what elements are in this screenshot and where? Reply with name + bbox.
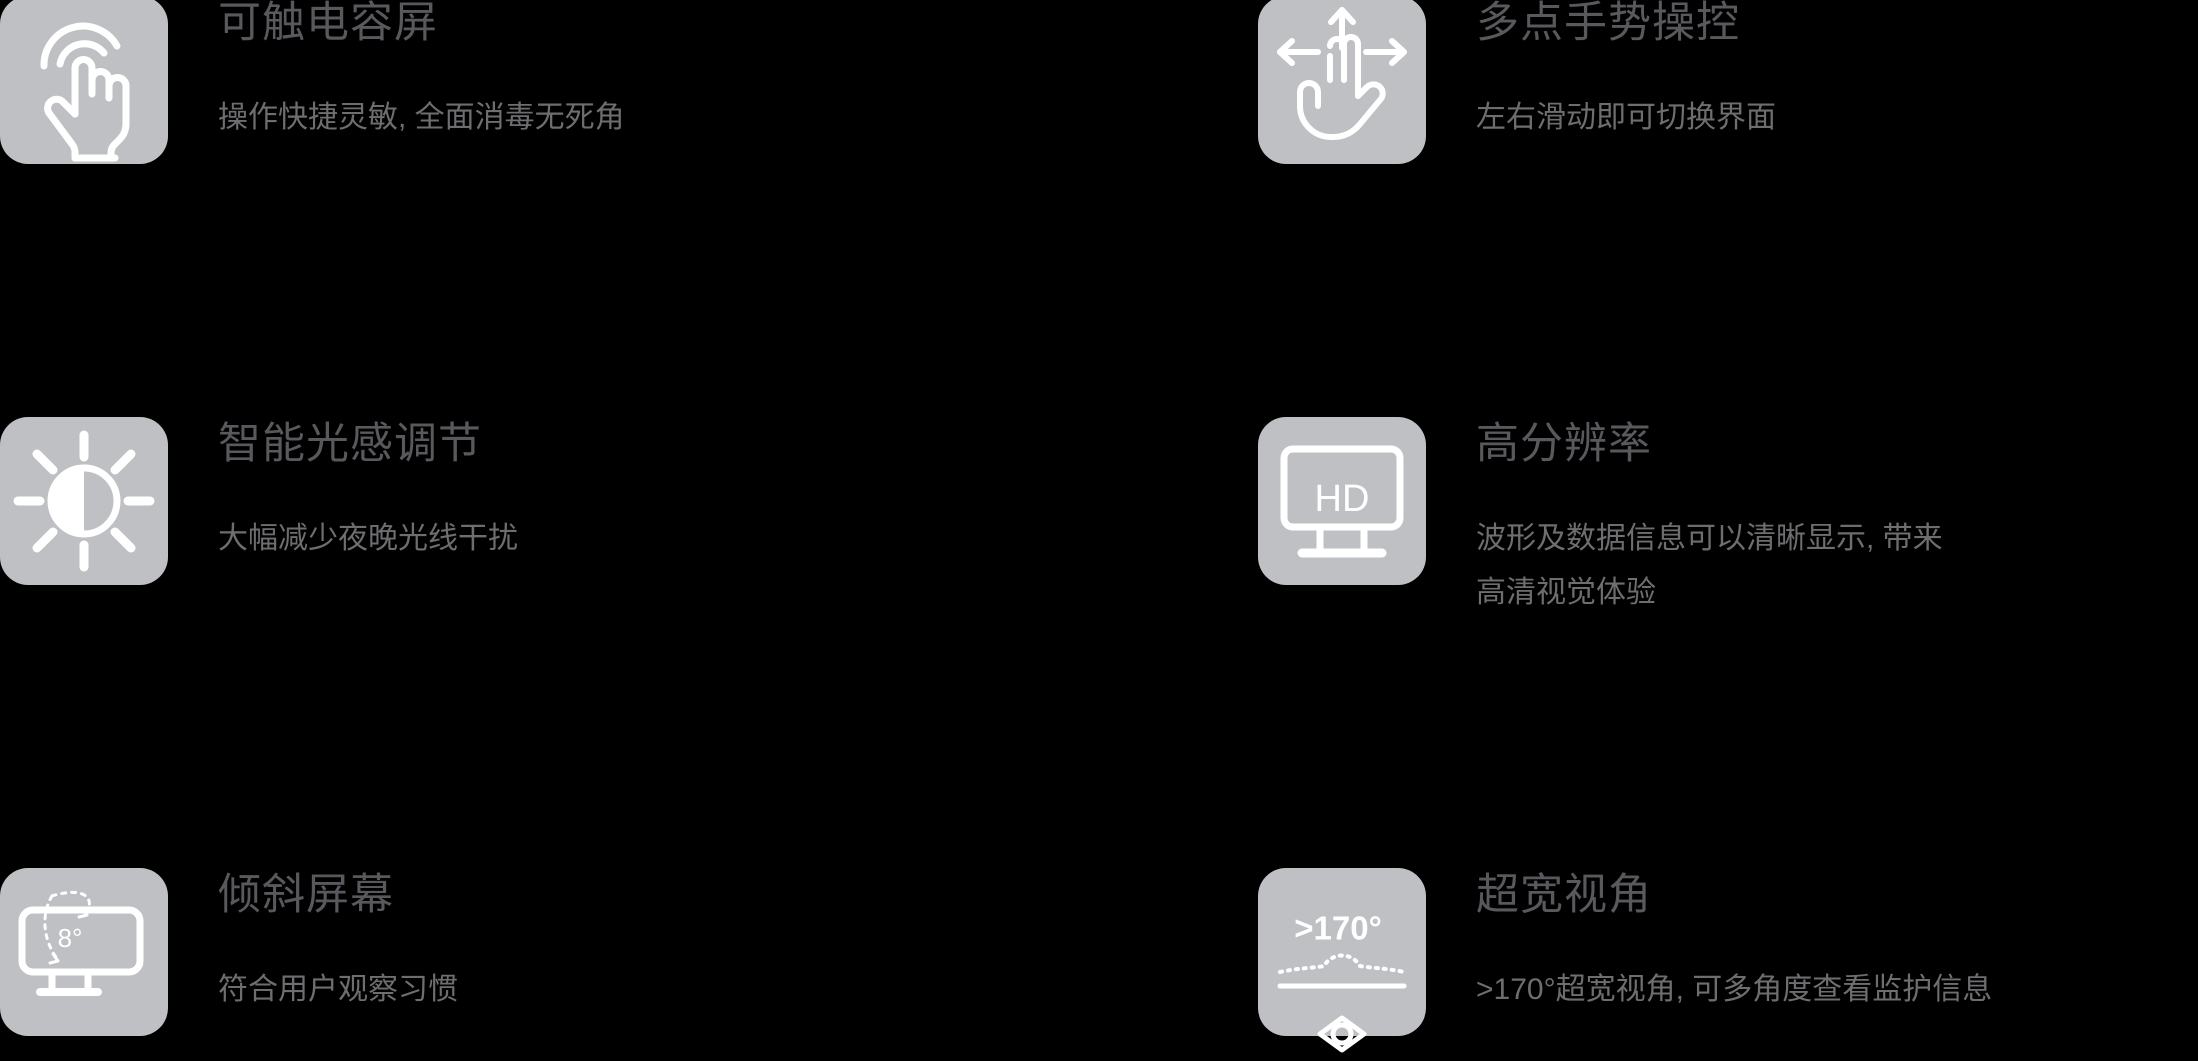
feature-title: 智能光感调节 xyxy=(218,420,482,468)
feature-title: 超宽视角 xyxy=(1476,871,1652,919)
feature-text-block: 超宽视角 >170°超宽视角, 可多角度查看监护信息 xyxy=(1476,868,1992,1017)
feature-item-touch-screen: 可触电容屏 操作快捷灵敏, 全面消毒无死角 xyxy=(0,0,625,164)
feature-description: 符合用户观察习惯 xyxy=(218,963,458,1017)
feature-description-line: 符合用户观察习惯 xyxy=(218,973,458,1006)
feature-text-block: 高分辨率 波形及数据信息可以清晰显示, 带来 高清视觉体验 xyxy=(1476,417,1943,620)
feature-description: 左右滑动即可切换界面 xyxy=(1476,91,1776,145)
feature-description-line: 操作快捷灵敏, 全面消毒无死角 xyxy=(218,101,625,134)
feature-description-line: >170°超宽视角, 可多角度查看监护信息 xyxy=(1476,973,1993,1006)
feature-description: 波形及数据信息可以清晰显示, 带来 高清视觉体验 xyxy=(1476,512,1943,620)
touch-capacitive-screen-icon xyxy=(0,0,168,164)
feature-description-line: 波形及数据信息可以清晰显示, 带来 xyxy=(1476,522,1943,555)
feature-text-block: 可触电容屏 操作快捷灵敏, 全面消毒无死角 xyxy=(218,0,625,145)
feature-description-line: 高清视觉体验 xyxy=(1476,576,1656,609)
tilt-screen-icon: 8° xyxy=(0,868,168,1036)
feature-item-auto-brightness: 智能光感调节 大幅减少夜晚光线干扰 xyxy=(0,417,518,585)
hd-monitor-icon: HD xyxy=(1258,417,1426,585)
feature-title: 倾斜屏幕 xyxy=(218,871,394,919)
feature-item-multi-gesture: 多点手势操控 左右滑动即可切换界面 xyxy=(1258,0,1776,164)
wide-angle-label: >170° xyxy=(1294,910,1382,947)
feature-description: >170°超宽视角, 可多角度查看监护信息 xyxy=(1476,963,1992,1017)
auto-brightness-icon xyxy=(0,417,168,585)
multi-touch-gesture-icon xyxy=(1258,0,1426,164)
feature-item-hd-resolution: HD 高分辨率 波形及数据信息可以清晰显示, 带来 高清视觉体验 xyxy=(1258,417,1943,620)
feature-text-block: 倾斜屏幕 符合用户观察习惯 xyxy=(218,868,458,1017)
feature-title: 可触电容屏 xyxy=(218,0,438,47)
feature-description-line: 左右滑动即可切换界面 xyxy=(1476,101,1776,134)
tilt-angle-label: 8° xyxy=(58,923,83,953)
feature-item-wide-angle: >170° 超宽视角 >170°超宽视角, 可多角度查看监护信息 xyxy=(1258,868,1992,1053)
feature-description-line: 大幅减少夜晚光线干扰 xyxy=(218,522,518,555)
feature-item-tilt-screen: 8° 倾斜屏幕 符合用户观察习惯 xyxy=(0,868,458,1036)
feature-text-block: 多点手势操控 左右滑动即可切换界面 xyxy=(1476,0,1776,145)
feature-title: 多点手势操控 xyxy=(1476,0,1740,47)
hd-monitor-label: HD xyxy=(1315,478,1370,520)
wide-viewing-angle-icon: >170° xyxy=(1258,868,1426,1053)
feature-text-block: 智能光感调节 大幅减少夜晚光线干扰 xyxy=(218,417,518,566)
feature-description: 大幅减少夜晚光线干扰 xyxy=(218,512,518,566)
feature-title: 高分辨率 xyxy=(1476,420,1652,468)
feature-description: 操作快捷灵敏, 全面消毒无死角 xyxy=(218,91,625,145)
